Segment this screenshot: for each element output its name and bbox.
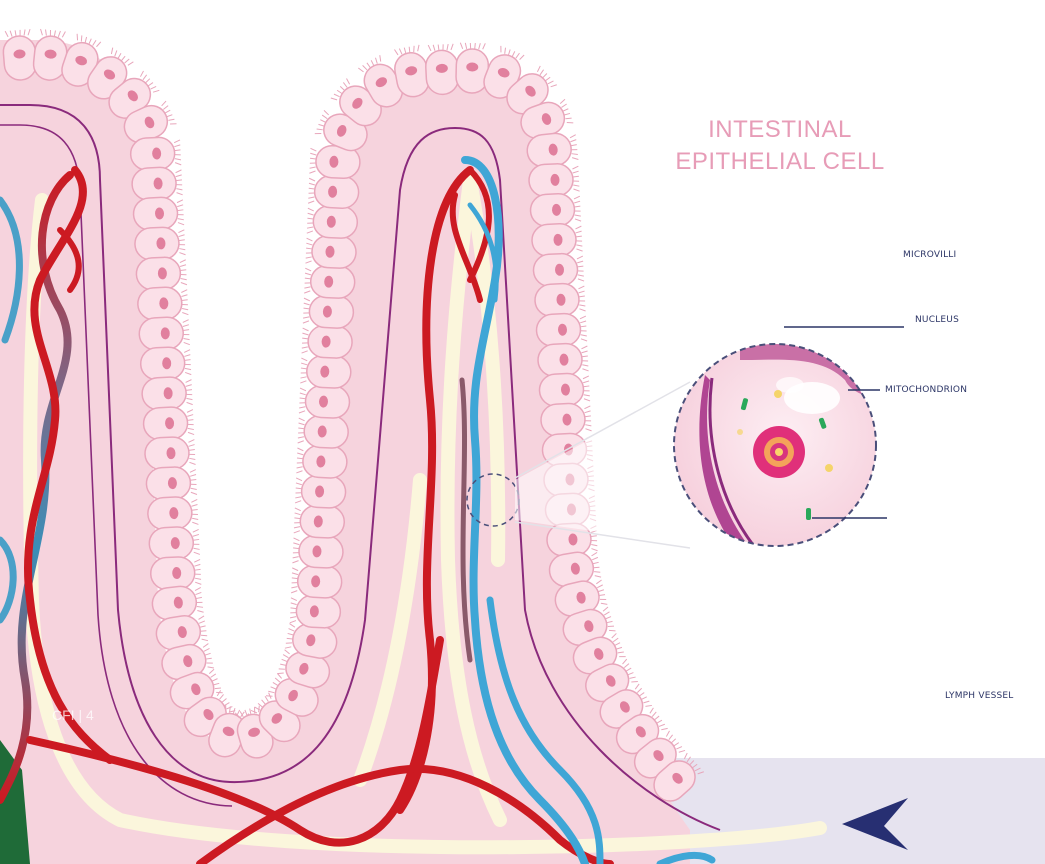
epithelial-cell	[150, 556, 201, 590]
zoomed-epithelial-cell	[674, 340, 880, 560]
epithelial-cell	[136, 256, 187, 290]
epithelial-cell	[139, 316, 190, 350]
epithelial-cell	[536, 313, 588, 347]
epithelial-cell	[305, 235, 356, 269]
granule	[825, 464, 833, 472]
epithelial-cell	[539, 372, 591, 406]
epithelial-cell	[151, 584, 204, 621]
epithelial-cell	[308, 175, 359, 209]
epithelial-cell	[290, 594, 341, 628]
epithelial-cell	[143, 406, 194, 440]
epithelial-cell	[144, 436, 195, 470]
epithelial-cell	[140, 346, 191, 380]
epithelial-cell	[2, 29, 38, 81]
granule	[774, 390, 782, 398]
epithelial-cell	[304, 265, 355, 299]
epithelial-cell	[149, 526, 200, 560]
zoomed-nucleus	[753, 426, 805, 478]
lymph-vessel-label: LYMPH VESSEL	[945, 691, 1045, 701]
epithelial-cell	[133, 196, 184, 230]
watermark-text: CFI | 4	[52, 707, 94, 723]
epithelial-cell	[298, 415, 349, 449]
epithelial-cell	[534, 283, 586, 317]
epithelial-cell	[533, 253, 585, 287]
epithelial-cell	[301, 325, 352, 359]
mitochondrion-shape	[806, 508, 811, 520]
epithelial-cell	[299, 385, 350, 419]
epithelial-cell	[528, 163, 580, 197]
granule	[737, 429, 743, 435]
epithelial-cell	[292, 534, 343, 568]
epithelial-cell	[425, 44, 459, 96]
epithelial-cell	[294, 504, 345, 538]
epithelial-cell	[531, 223, 583, 257]
diagram-title: INTESTINAL EPITHELIAL CELL	[650, 114, 910, 178]
epithelial-cell	[291, 564, 342, 598]
epithelial-cell	[295, 474, 346, 508]
epithelial-cell	[130, 136, 181, 170]
mitochondrion-label: MITOCHONDRION	[885, 385, 967, 395]
nucleus-label: NUCLEUS	[915, 315, 959, 325]
epithelial-cell	[296, 444, 347, 478]
epithelial-cell	[300, 355, 351, 389]
epithelial-cell	[303, 295, 354, 329]
epithelial-cell	[146, 466, 197, 500]
epithelial-cell	[307, 205, 358, 239]
title-line-2: EPITHELIAL CELL	[650, 146, 910, 178]
epithelial-cell	[530, 193, 582, 227]
lymph-vessel-band	[640, 758, 1045, 864]
epithelial-cell	[137, 286, 188, 320]
epithelial-cell	[537, 342, 589, 376]
title-line-1: INTESTINAL	[650, 114, 910, 146]
epithelial-cell	[147, 496, 198, 530]
epithelial-cell	[131, 166, 182, 200]
microvilli-label: MICROVILLI	[903, 250, 956, 260]
epithelial-cell	[134, 226, 185, 260]
epithelial-cell	[141, 376, 192, 410]
epithelial-cell	[540, 402, 592, 436]
